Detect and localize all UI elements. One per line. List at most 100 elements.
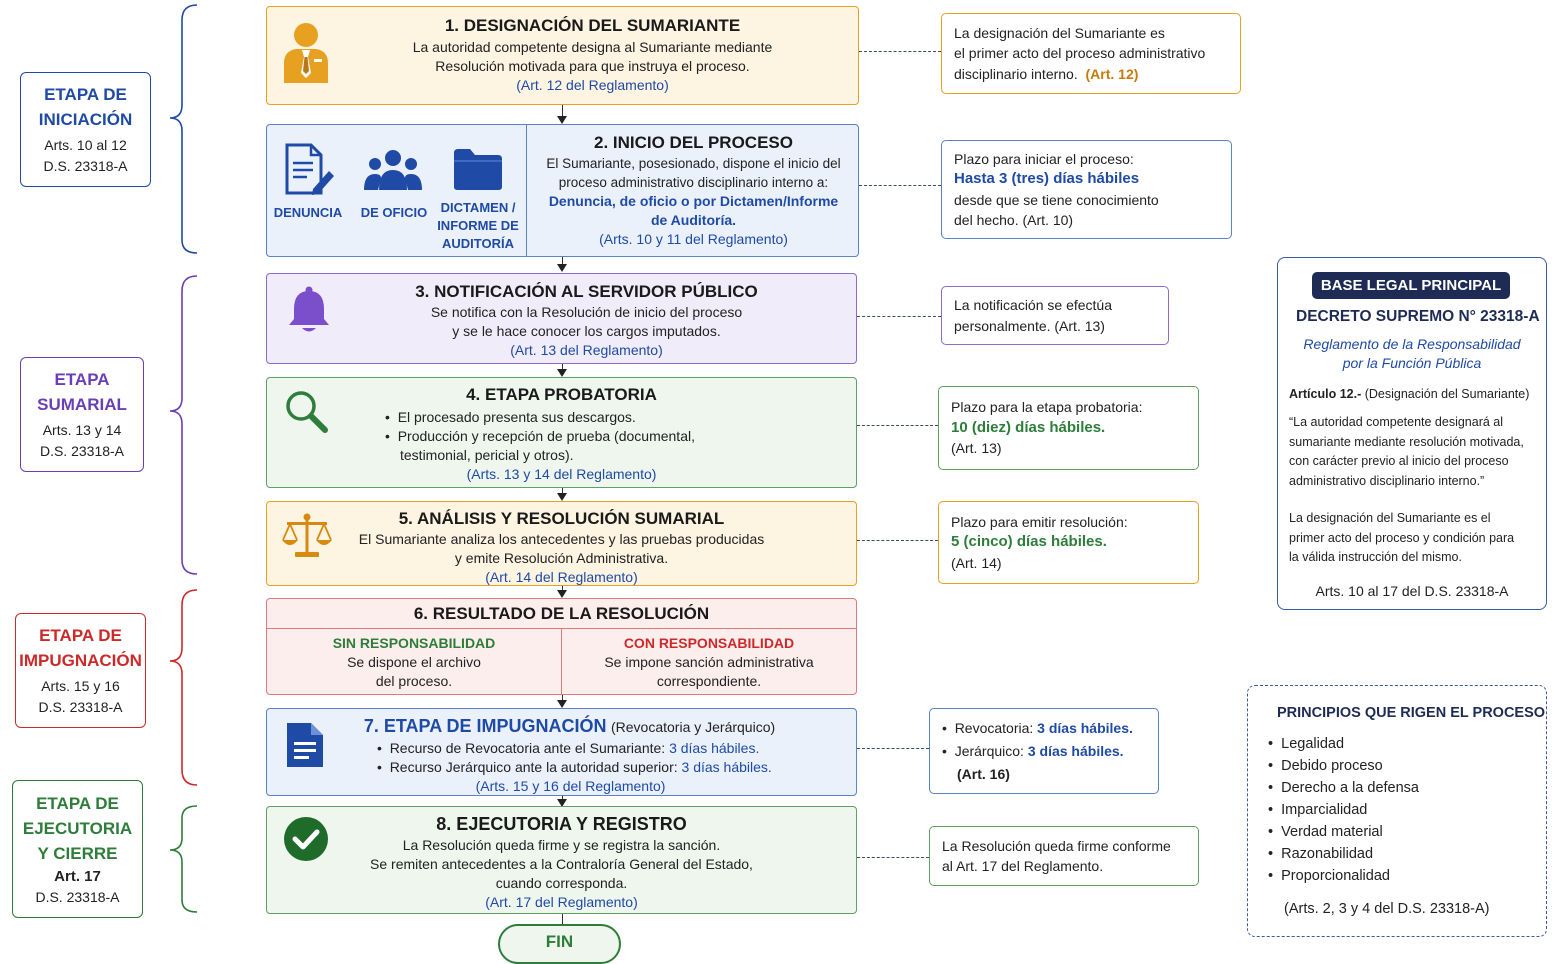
note-highlight: Hasta 3 (tres) días hábiles <box>954 170 1140 187</box>
note-plazo-probatoria: Plazo para la etapa probatoria: 10 (diez… <box>938 386 1199 470</box>
stage-ref: D.S. 23318-A <box>35 888 120 905</box>
step-title: 1. DESIGNACIÓN DEL SUMARIANTE <box>444 16 741 35</box>
note-text: La notificación se efectúa <box>954 297 1112 313</box>
legal-badge-text: BASE LEGAL PRINCIPAL <box>1320 277 1502 294</box>
quote-line: con carácter previo al inicio del proces… <box>1289 454 1509 468</box>
connector-7-8 <box>562 796 563 800</box>
note-text: La designación del Sumariante es <box>954 24 1165 41</box>
bullet-item: • El procesado presenta sus descargos. <box>385 408 695 427</box>
principle-item: • Verdad material <box>1268 821 1419 843</box>
step-4-probatoria: 4. ETAPA PROBATORIA • El procesado prese… <box>266 377 857 488</box>
bullet-dot: • <box>1268 802 1282 818</box>
bullet-text: Recurso Jerárquico ante la autoridad sup… <box>389 759 678 775</box>
result-text: Se impone sanción administrativa <box>604 654 814 670</box>
connector-8-fin <box>562 914 563 924</box>
principle-item: • Imparcialidad <box>1268 799 1419 821</box>
origin-label-denuncia: DENUNCIA <box>273 205 343 220</box>
note-text: Plazo para la etapa probatoria: <box>951 399 1143 416</box>
note-bullet: • Revocatoria: 3 días hábiles. <box>942 718 1158 739</box>
step-ref: (Arts. 10 y 11 del Reglamento) <box>599 231 788 247</box>
bullet-item: • Producción y recepción de prueba (docu… <box>385 427 695 446</box>
step-ref: (Art. 14 del Reglamento) <box>485 569 638 585</box>
stage-title: ETAPA DE <box>39 626 122 645</box>
result-text: del proceso. <box>375 673 453 689</box>
origin-label-line: INFORME DE <box>437 218 519 233</box>
bullet-text: Recurso de Revocatoria ante el Sumariant… <box>389 740 666 756</box>
checkmark-icon <box>281 815 331 863</box>
bell-icon <box>285 284 333 336</box>
brace-sumarial <box>169 275 198 575</box>
step-ref: (Arts. 15 y 16 del Reglamento) <box>475 778 666 794</box>
article-number: Artículo 12.- <box>1289 387 1362 401</box>
note-firme: La Resolución queda firme conforme al Ar… <box>929 826 1199 886</box>
note-text: (Art. 16) <box>957 765 1010 782</box>
quote-line: “La autoridad competente designará al <box>1289 415 1504 429</box>
step-8-ejecutoria: 8. EJECUTORIA Y REGISTRO La Resolución q… <box>266 806 857 914</box>
stage-title: ETAPA <box>54 370 110 389</box>
step-text: Resolución motivada para que instruya el… <box>435 58 750 74</box>
principle-text: Debido proceso <box>1281 758 1383 774</box>
step-title: 4. ETAPA PROBATORIA <box>466 385 657 404</box>
principle-item: • Debido proceso <box>1268 755 1419 777</box>
stage-title: INICIACIÓN <box>38 110 133 129</box>
quote-line: administrativo disciplinario interno.” <box>1289 473 1485 488</box>
note-highlight: 3 días hábiles. <box>1027 743 1124 760</box>
result-responsibility: CON RESPONSABILIDAD Se impone sanción ad… <box>562 629 856 694</box>
note-text: disciplinario interno. <box>954 65 1078 82</box>
scales-icon <box>279 510 335 562</box>
stage-title: SUMARIAL <box>37 395 127 414</box>
connector-1-2 <box>562 105 563 117</box>
legal-quote: “La autoridad competente designará al su… <box>1289 413 1551 491</box>
step-title-suffix: (Revocatoria y Jerárquico) <box>610 719 776 735</box>
result-text: Se dispone el archivo <box>347 654 481 670</box>
note-text-row: disciplinario interno. (Art. 12) <box>954 64 1240 85</box>
step-title: 5. ANÁLISIS Y RESOLUCIÓN SUMARIAL <box>398 509 725 528</box>
paragraph-line: primer acto del proceso y condición para <box>1289 530 1515 545</box>
stage-ref: Art. 17 <box>54 867 101 885</box>
bullet-dot: • <box>942 743 955 760</box>
stage-title: Y CIERRE <box>37 843 118 863</box>
stage-iniciacion: ETAPA DE INICIACIÓN Arts. 10 al 12 D.S. … <box>20 72 151 187</box>
legal-decree: DECRETO SUPREMO N° 23318-A <box>1296 308 1540 325</box>
end-label: FIN <box>545 932 574 951</box>
step-highlight: de Auditoría. <box>650 212 737 228</box>
stage-ref: Arts. 10 al 12 <box>44 137 127 153</box>
bullet-dot: • <box>377 740 390 756</box>
step-title: 7. ETAPA DE IMPUGNACIÓN <box>363 716 607 736</box>
step-5-analisis: 5. ANÁLISIS Y RESOLUCIÓN SUMARIAL El Sum… <box>266 501 857 586</box>
principle-text: Legalidad <box>1281 736 1345 752</box>
result-text: correspondiente. <box>656 673 762 689</box>
bullet-dot: • <box>385 428 398 444</box>
step-1-designacion: 1. DESIGNACIÓN DEL SUMARIANTE La autorid… <box>266 6 859 105</box>
arrow-7-8 <box>557 799 567 807</box>
principle-text: Derecho a la defensa <box>1281 780 1419 796</box>
note-plazo-inicio: Plazo para iniciar el proceso: Hasta 3 (… <box>941 140 1232 239</box>
stage-ref: D.S. 23318-A <box>43 158 128 174</box>
article-title: (Designación del Sumariante) <box>1361 387 1530 401</box>
step-highlight: Denuncia, de oficio o por Dictamen/Infor… <box>548 193 839 209</box>
step-title-row: 7. ETAPA DE IMPUGNACIÓN (Revocatoria y J… <box>283 716 856 737</box>
step-3-notificacion: 3. NOTIFICACIÓN AL SERVIDOR PÚBLICO Se n… <box>266 273 857 364</box>
step-title: 8. EJECUTORIA Y REGISTRO <box>436 814 687 834</box>
principle-item: • Razonabilidad <box>1268 843 1419 865</box>
note-text: el primer acto del proceso administrativ… <box>954 45 1206 62</box>
magnifier-icon <box>281 386 331 436</box>
step-ref: (Art. 13 del Reglamento) <box>510 342 663 358</box>
note-plazos-impugnacion: • Revocatoria: 3 días hábiles. • Jerárqu… <box>929 708 1159 794</box>
origin-label-line: DICTAMEN / <box>440 200 516 215</box>
bullet-dot: • <box>385 409 398 425</box>
note-text: Jerárquico: <box>954 743 1024 760</box>
step-ref: (Art. 17 del Reglamento) <box>485 894 638 910</box>
note-connector-2 <box>859 185 941 186</box>
stage-ref: D.S. 23318-A <box>38 699 123 715</box>
legal-subtitle-line: Reglamento de la Responsabilidad <box>1303 336 1521 352</box>
stage-impugnacion: ETAPA DE IMPUGNACIÓN Arts. 15 y 16 D.S. … <box>15 613 146 728</box>
bullet-text: Producción y recepción de prueba (docume… <box>397 428 695 444</box>
stage-title: ETAPA DE <box>36 793 119 813</box>
legal-badge: BASE LEGAL PRINCIPAL <box>1312 272 1510 299</box>
bullet-dot: • <box>1268 758 1282 774</box>
connector-2-3 <box>562 257 563 264</box>
note-highlight: (Art. 12) <box>1085 65 1139 82</box>
person-icon <box>275 15 337 85</box>
arrow-4-5 <box>557 493 567 501</box>
